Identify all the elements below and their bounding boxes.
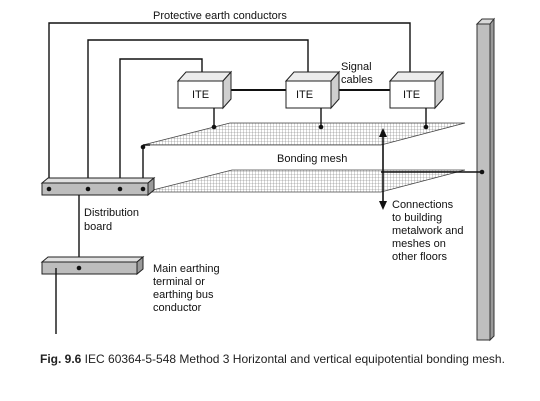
figure-number: Fig. 9.6 bbox=[40, 352, 82, 366]
ite-mesh-junctions bbox=[211, 124, 429, 130]
distribution-board-label-line2: board bbox=[84, 221, 112, 233]
ite-unit-3: ITE bbox=[388, 70, 445, 110]
bonding-diagram: ITE ITE ITE bbox=[40, 10, 496, 342]
figure-caption-text: IEC 60364-5-548 Method 3 Horizontal and … bbox=[81, 352, 505, 366]
main-earthing-terminal bbox=[40, 255, 145, 276]
vertical-connection-arrow bbox=[379, 128, 387, 210]
lower-bonding-mesh bbox=[144, 169, 466, 193]
vertical-column bbox=[475, 17, 496, 342]
board-mesh-junction bbox=[140, 144, 146, 150]
signal-cables-label-line2: cables bbox=[341, 74, 373, 86]
main-earthing-label-line2: terminal or bbox=[153, 276, 205, 288]
connections-label-line1: Connections bbox=[392, 199, 454, 211]
main-earthing-label-line1: Main earthing bbox=[153, 263, 220, 275]
column-junction bbox=[479, 169, 485, 175]
board-junctions bbox=[46, 186, 146, 192]
connections-label-line4: meshes on bbox=[392, 238, 446, 250]
connections-label-line2: to building bbox=[392, 212, 442, 224]
ite-unit-2: ITE bbox=[284, 70, 341, 110]
ite-label: ITE bbox=[403, 89, 420, 101]
ite-unit-1: ITE bbox=[176, 70, 233, 110]
connections-label-line5: other floors bbox=[392, 251, 448, 263]
bonding-mesh-label: Bonding mesh bbox=[277, 153, 347, 165]
ite-mesh-bonds bbox=[213, 108, 427, 127]
main-earthing-label-line3: earthing bus bbox=[153, 289, 214, 301]
upper-bonding-mesh bbox=[142, 122, 466, 146]
distribution-board bbox=[40, 176, 156, 197]
ite-label: ITE bbox=[296, 89, 313, 101]
distribution-board-label-line1: Distribution bbox=[84, 207, 139, 219]
pe-conductors-label: Protective earth conductors bbox=[153, 10, 287, 22]
connections-label-line3: metalwork and bbox=[392, 225, 464, 237]
main-earthing-label-line4: conductor bbox=[153, 302, 202, 314]
figure-caption: Fig. 9.6 IEC 60364-5-548 Method 3 Horizo… bbox=[40, 352, 535, 367]
protective-earth-conductors bbox=[48, 22, 411, 184]
terminal-junction bbox=[76, 265, 82, 271]
ite-label: ITE bbox=[192, 89, 209, 101]
signal-cables-label-line1: Signal bbox=[341, 61, 372, 73]
